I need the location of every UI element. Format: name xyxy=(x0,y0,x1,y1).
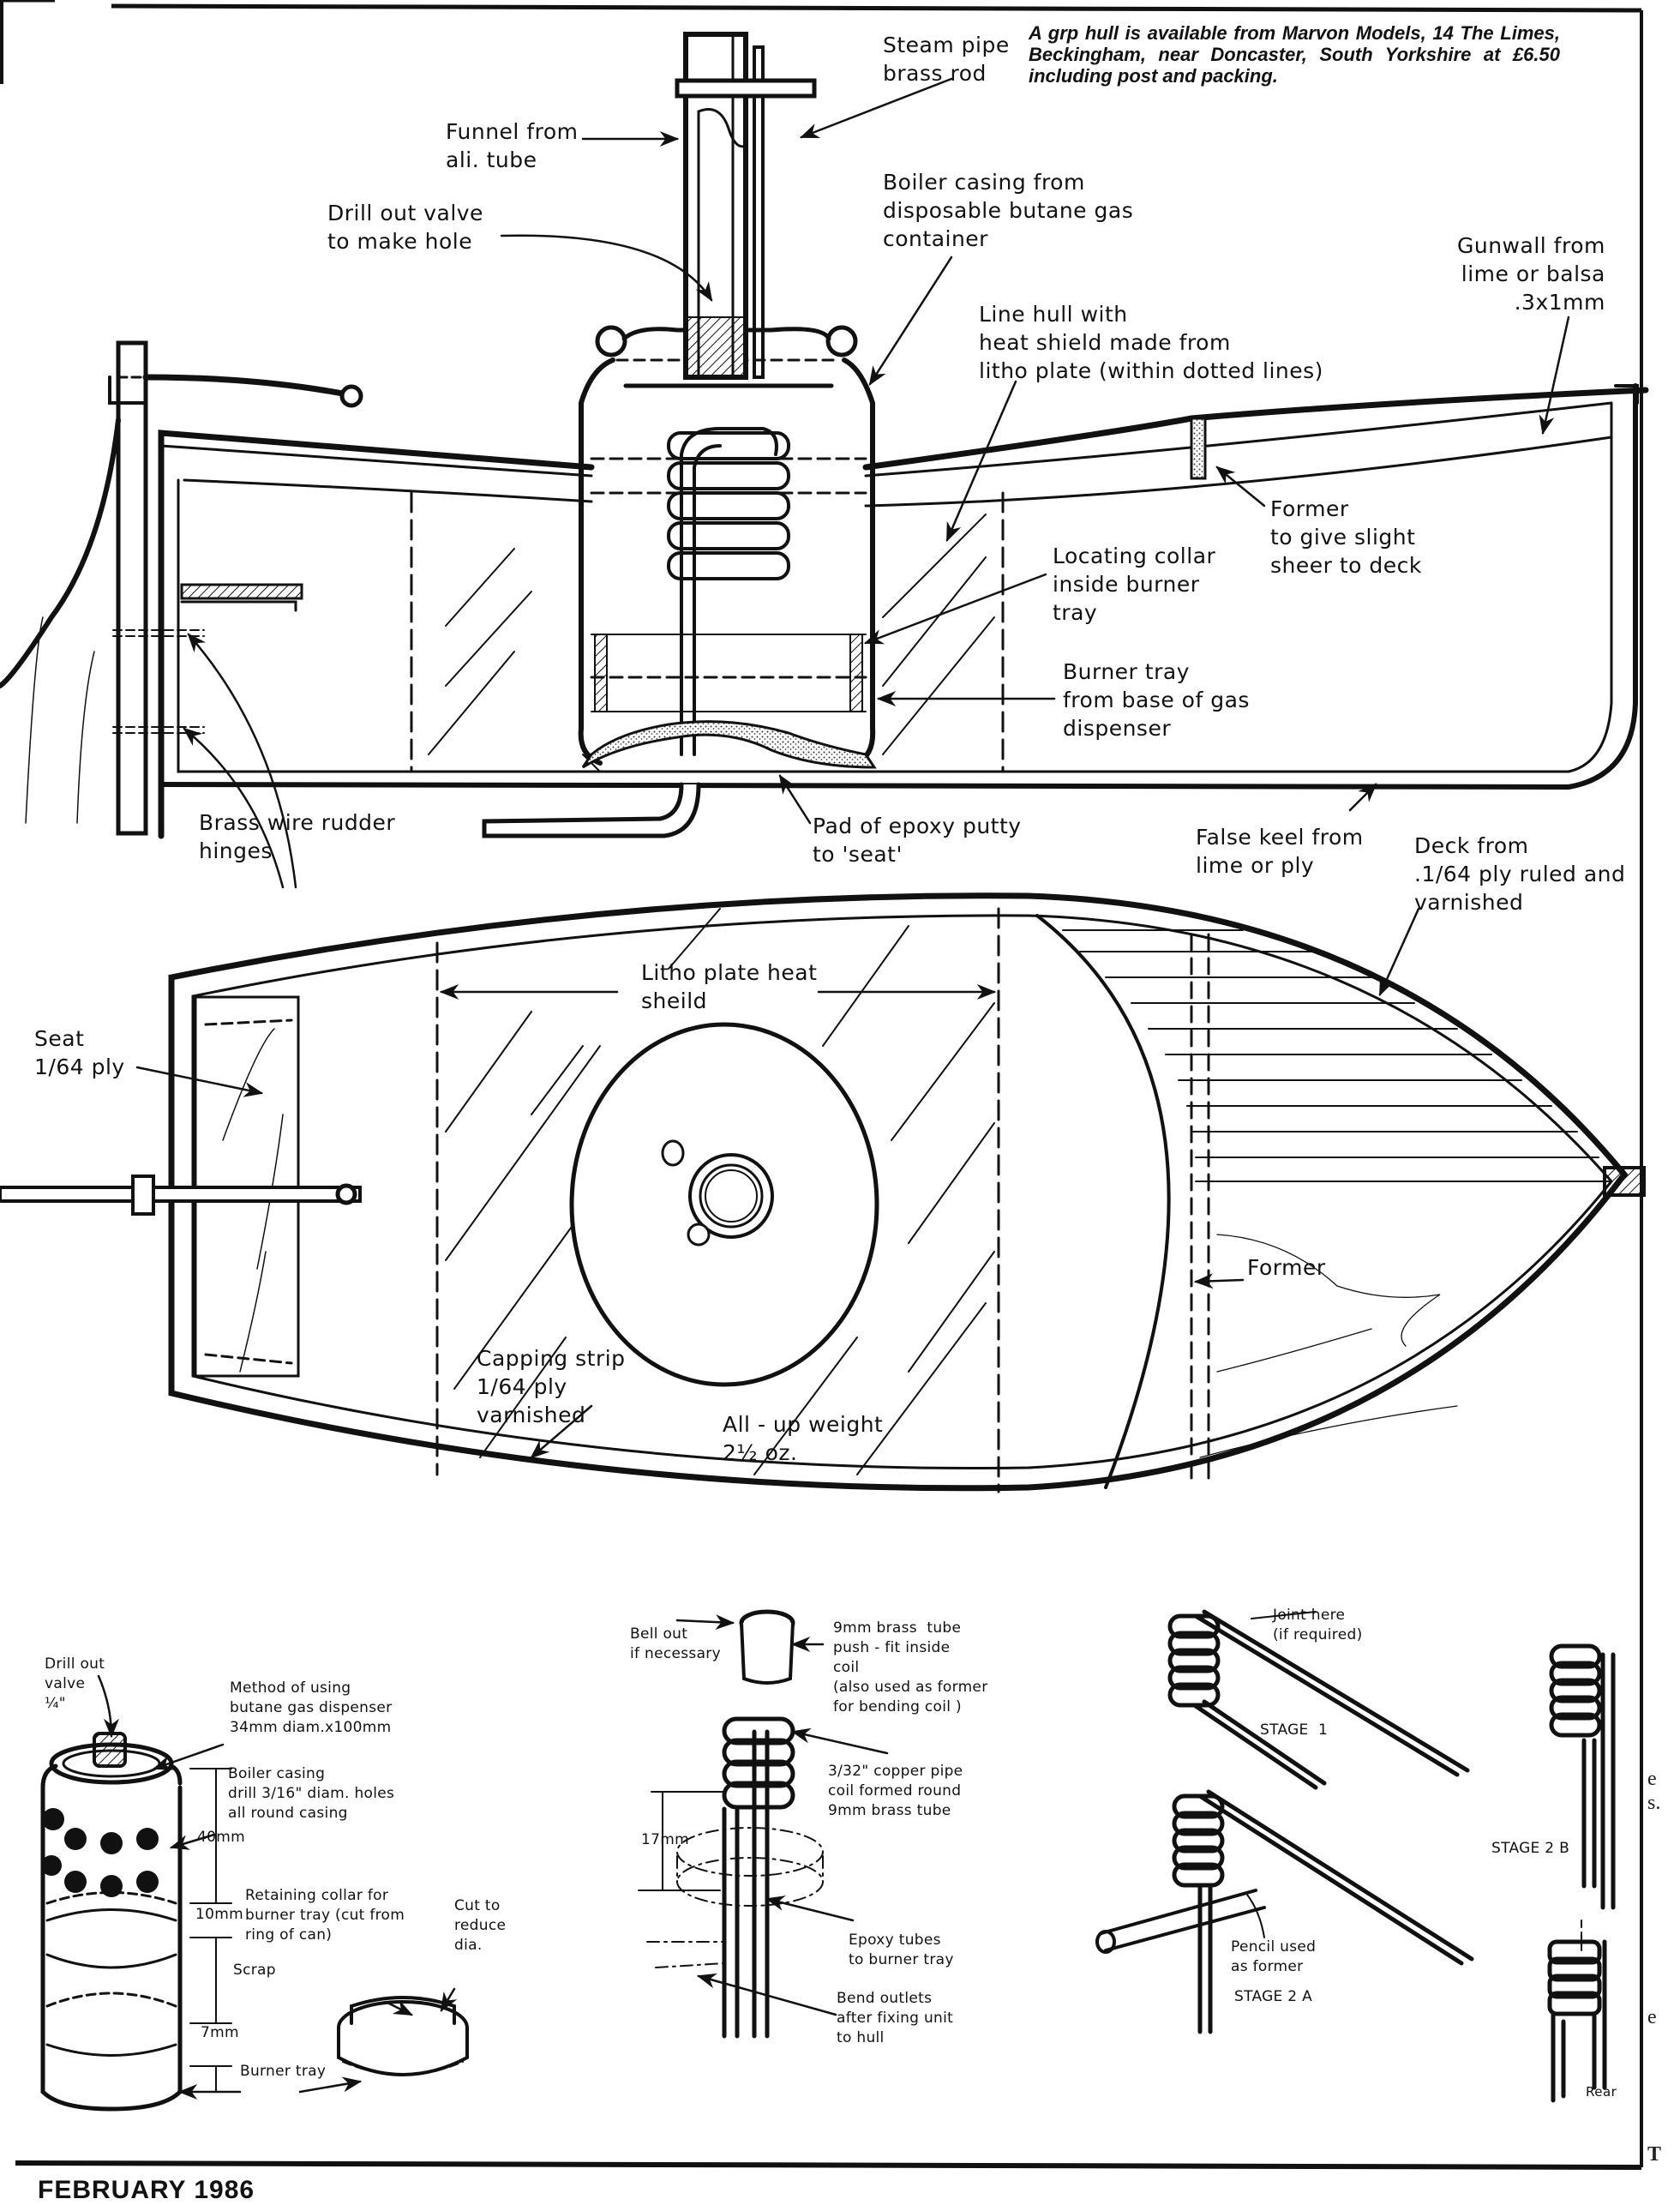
label-drill-out-valve: Drill out valve ¼" xyxy=(45,1655,105,1712)
coil-stages xyxy=(1095,1609,1616,2103)
label-rudder-hinges: Brass wire rudder hinges xyxy=(199,810,396,863)
label-bell-out: Bell out if necessary xyxy=(630,1625,721,1662)
footer-date: FEBRUARY 1986 xyxy=(38,2176,255,2204)
coil-detail xyxy=(638,1609,889,2039)
label-rear: Rear xyxy=(1586,2084,1617,2100)
dim-7mm: 7mm xyxy=(201,2024,239,2041)
label-boiler-casing: Boiler casing from disposable butane gas… xyxy=(883,170,1134,251)
label-heat-shield: Litho plate heat sheild xyxy=(641,960,818,1013)
boiler-coil xyxy=(667,427,790,756)
label-brass-tube: 9mm brass tube push - fit inside coil (a… xyxy=(833,1619,988,1715)
dim-10mm: 10mm xyxy=(195,1906,243,1923)
label-deck: Deck from .1/64 ply ruled and varnished xyxy=(1414,833,1626,915)
label-former-plan: Former xyxy=(1247,1255,1326,1280)
supplier-note: A grp hull is available from Marvon Mode… xyxy=(1029,22,1560,87)
hatching xyxy=(445,908,995,1475)
boiler-detail xyxy=(40,1674,469,2112)
label-copper-pipe: 3/32" copper pipe coil formed round 9mm … xyxy=(828,1763,963,1819)
plan-view xyxy=(0,892,1646,1493)
hull-side xyxy=(158,383,1649,839)
casing-holes xyxy=(41,1808,159,1897)
label-cut-to-reduce: Cut to reduce dia. xyxy=(454,1897,507,1954)
label-boiler-casing-detail: Boiler casing drill 3/16" diam. holes al… xyxy=(228,1765,395,1822)
label-line-hull: Line hull with heat shield made from lit… xyxy=(979,302,1323,383)
label-weight: All - up weight 2½ oz. xyxy=(723,1412,884,1465)
rudder xyxy=(0,340,363,836)
side-elevation xyxy=(0,32,1649,889)
stage-2b-coil xyxy=(1549,1643,1616,1951)
plan-leaders xyxy=(135,907,1420,1459)
dim-17mm: 17mm xyxy=(641,1831,689,1848)
margin-fragment: s. xyxy=(1647,1792,1661,1814)
margin-fragment: e xyxy=(1647,1768,1657,1790)
label-epoxy-tubes: Epoxy tubes to burner tray xyxy=(849,1932,954,1968)
label-seat: Seat 1/64 ply xyxy=(34,1026,125,1079)
label-false-keel: False keel from lime or ply xyxy=(1196,825,1364,878)
side-leaders xyxy=(183,77,1570,889)
label-scrap: Scrap xyxy=(233,1962,276,1979)
label-gunwall: Gunwall from lime or balsa .3x1mm xyxy=(1457,233,1605,315)
stage-1-coil xyxy=(1167,1609,1470,1790)
label-stage-2b: STAGE 2 B xyxy=(1491,1840,1570,1857)
margin-fragment: T xyxy=(1647,2143,1662,2166)
label-former-sheer: Former to give slight sheer to deck xyxy=(1270,496,1422,578)
label-burner-tray-detail: Burner tray xyxy=(240,2063,327,2080)
rear-view-coil xyxy=(1547,1939,1607,2103)
label-stage-1: STAGE 1 xyxy=(1260,1721,1329,1739)
label-stage-2a: STAGE 2 A xyxy=(1234,1988,1313,2005)
label-pencil: Pencil used as former xyxy=(1231,1938,1317,1975)
label-epoxy-pad: Pad of epoxy putty to 'seat' xyxy=(813,814,1022,867)
label-method: Method of using butane gas dispenser 34m… xyxy=(230,1679,393,1736)
margin-fragment: e xyxy=(1647,2006,1657,2028)
funnel xyxy=(675,32,817,380)
hull-plan-outer xyxy=(168,892,1629,1492)
retaining-collar xyxy=(337,1996,469,2076)
label-funnel: Funnel from ali. tube xyxy=(446,119,579,172)
label-joint-here: Joint here (if required) xyxy=(1273,1607,1363,1643)
coil xyxy=(722,1716,795,2039)
boiler xyxy=(482,325,877,838)
stage-2a-coil xyxy=(1095,1789,1474,2034)
label-capping-strip: Capping strip 1/64 ply varnished xyxy=(477,1346,626,1427)
page-frame xyxy=(0,0,1643,2170)
label-steam-pipe: Steam pipe brass rod xyxy=(883,33,1010,86)
label-burner-tray: Burner tray from base of gas dispenser xyxy=(1063,659,1250,741)
label-drill-valve: Drill out valve to make hole xyxy=(327,201,483,254)
deck-planking xyxy=(1035,914,1646,1489)
label-retaining-collar: Retaining collar for burner tray (cut fr… xyxy=(245,1887,405,1944)
burner-disc xyxy=(569,1022,879,1387)
label-locating-collar: Locating collar inside burner tray xyxy=(1053,544,1216,625)
label-bend-outlets: Bend outlets after fixing unit to hull xyxy=(837,1990,954,2046)
dim-40mm: 40mm xyxy=(197,1829,245,1846)
